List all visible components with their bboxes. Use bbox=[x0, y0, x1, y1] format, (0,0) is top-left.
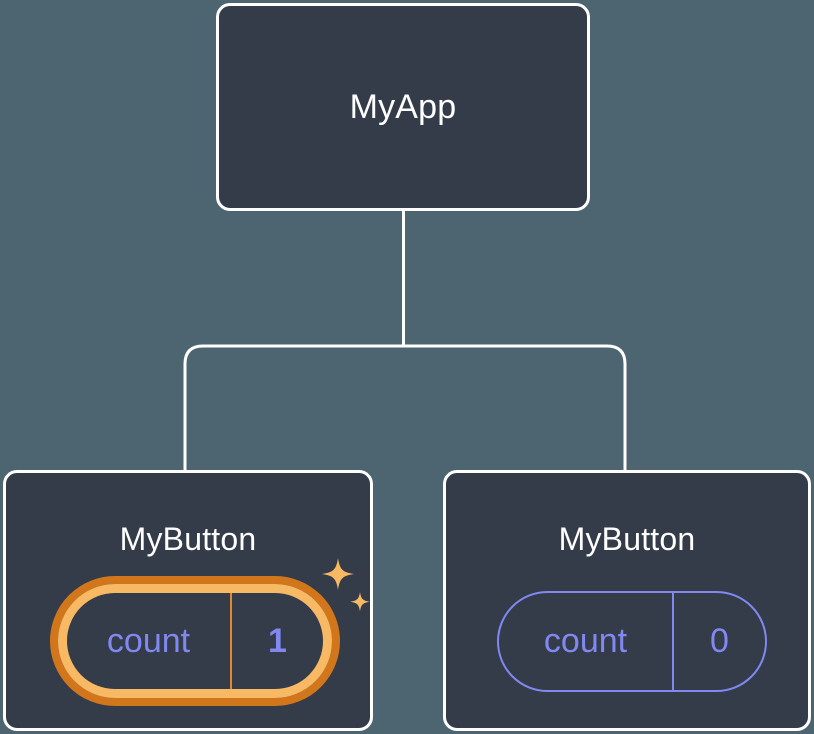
state-pill-inner-ring: count 1 bbox=[58, 584, 332, 698]
state-key-label: count bbox=[543, 622, 628, 660]
state-pill[interactable]: count 0 bbox=[497, 591, 767, 692]
edge-branch-left bbox=[183, 344, 404, 470]
node-mybutton-right-label: MyButton bbox=[558, 521, 696, 557]
state-key-label: count bbox=[106, 621, 191, 660]
state-value-label: 1 bbox=[230, 593, 323, 689]
node-mybutton-right[interactable]: MyButton count 0 bbox=[443, 470, 811, 731]
state-value-label: 0 bbox=[672, 593, 765, 690]
node-mybutton-left-label: MyButton bbox=[119, 521, 257, 557]
state-pill-highlighted[interactable]: count 1 bbox=[50, 576, 340, 706]
edge-branch-right bbox=[403, 344, 627, 470]
node-mybutton-left[interactable]: MyButton count 1 bbox=[3, 470, 373, 731]
node-myapp[interactable]: MyApp bbox=[216, 3, 590, 211]
node-myapp-label: MyApp bbox=[349, 88, 457, 126]
